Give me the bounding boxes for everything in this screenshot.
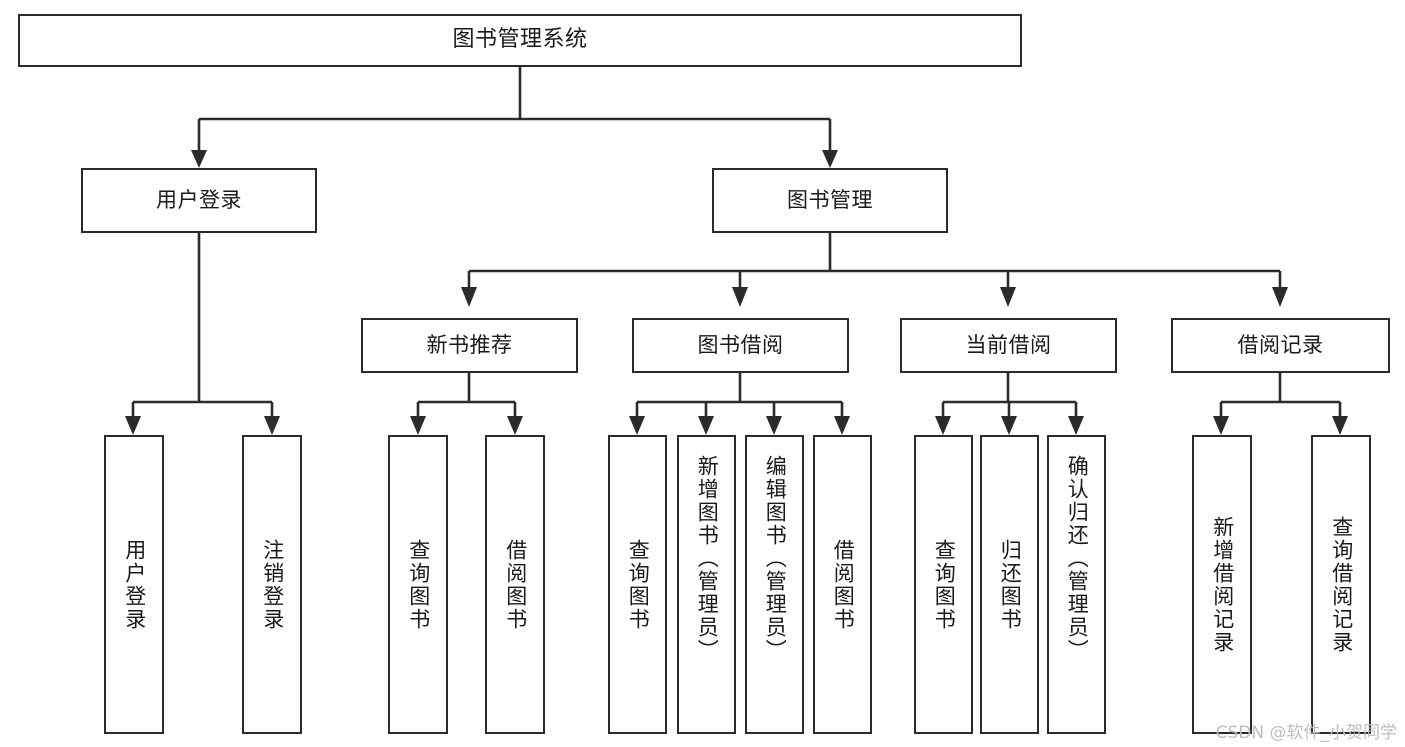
node-label: 查询图书 — [932, 538, 957, 631]
leaf-borrow-record-add-record[interactable]: 新增借阅记录 — [1192, 435, 1252, 734]
node-label: 用户登录 — [122, 538, 147, 631]
node-label: 新书推荐 — [426, 332, 513, 357]
leaf-user-login-login[interactable]: 用户登录 — [104, 435, 164, 734]
node-label: 编辑图书（管理员） — [763, 455, 788, 662]
node-label: 归还图书 — [998, 538, 1023, 631]
node-new-book-recommend[interactable]: 新书推荐 — [361, 318, 578, 373]
leaf-new-book-query-book[interactable]: 查询图书 — [388, 435, 448, 734]
node-label: 借阅记录 — [1237, 332, 1324, 357]
node-label: 查询图书 — [406, 538, 431, 631]
node-label: 确认归还（管理员） — [1065, 455, 1090, 662]
node-label: 新增图书（管理员） — [695, 455, 720, 662]
leaf-current-borrow-return-book[interactable]: 归还图书 — [980, 435, 1039, 734]
node-user-login[interactable]: 用户登录 — [81, 168, 317, 233]
node-label: 查询借阅记录 — [1329, 515, 1354, 654]
node-label: 图书管理系统 — [452, 27, 588, 53]
node-label: 图书借阅 — [697, 332, 784, 357]
node-label: 图书管理 — [787, 187, 873, 212]
node-label: 借阅图书 — [831, 538, 856, 631]
node-label: 新增借阅记录 — [1210, 515, 1235, 654]
leaf-book-borrow-edit-book-admin[interactable]: 编辑图书（管理员） — [745, 435, 804, 734]
leaf-current-borrow-confirm-return-admin[interactable]: 确认归还（管理员） — [1047, 435, 1106, 734]
node-label: 当前借阅 — [965, 332, 1052, 357]
leaf-borrow-record-query-record[interactable]: 查询借阅记录 — [1311, 435, 1371, 734]
leaf-current-borrow-query-book[interactable]: 查询图书 — [914, 435, 973, 734]
leaf-user-login-logout[interactable]: 注销登录 — [242, 435, 302, 734]
csdn-watermark: CSDN @软件_小贺同学 — [1215, 723, 1397, 743]
node-current-borrow[interactable]: 当前借阅 — [900, 318, 1117, 373]
node-label: 注销登录 — [260, 538, 285, 631]
leaf-book-borrow-add-book-admin[interactable]: 新增图书（管理员） — [677, 435, 736, 734]
node-borrow-record[interactable]: 借阅记录 — [1171, 318, 1390, 373]
leaf-new-book-borrow-book[interactable]: 借阅图书 — [485, 435, 545, 734]
node-book-management[interactable]: 图书管理 — [712, 168, 948, 233]
leaf-book-borrow-borrow-book[interactable]: 借阅图书 — [813, 435, 872, 734]
node-label: 用户登录 — [156, 187, 242, 212]
node-root-book-management-system[interactable]: 图书管理系统 — [18, 14, 1022, 67]
node-label: 查询图书 — [626, 538, 651, 631]
leaf-book-borrow-query-book[interactable]: 查询图书 — [608, 435, 667, 734]
node-book-borrow[interactable]: 图书借阅 — [632, 318, 849, 373]
node-label: 借阅图书 — [503, 538, 528, 631]
